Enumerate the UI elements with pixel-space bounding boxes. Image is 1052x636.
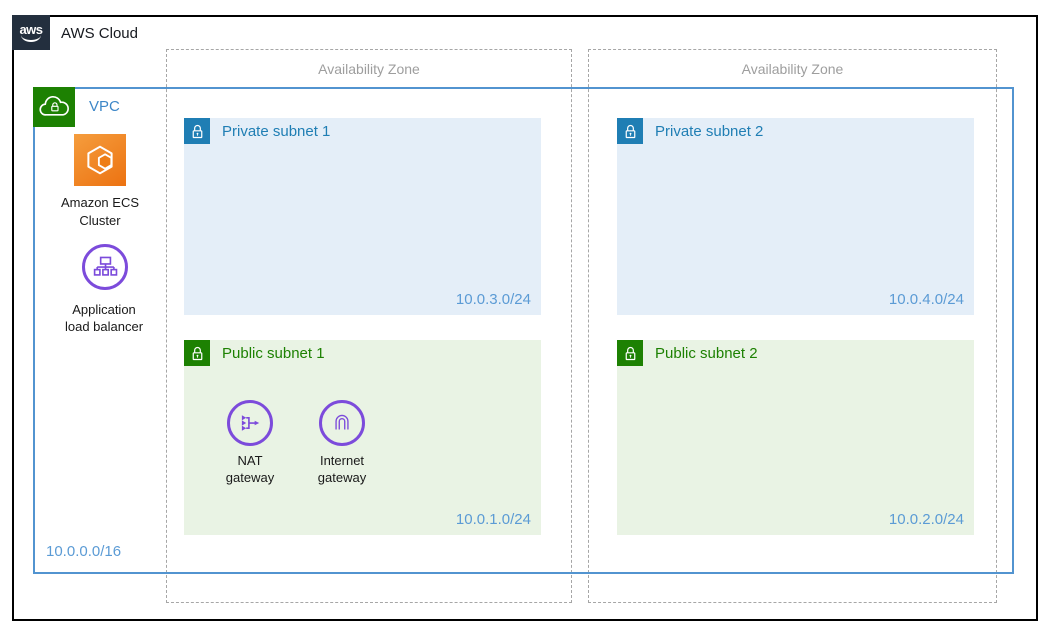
- private-subnet-2: Private subnet 2 10.0.4.0/24: [617, 118, 974, 315]
- public-subnet-1: Public subnet 1 10.0.1.0/24 NAT gateway …: [184, 340, 541, 535]
- lock-glyph: [192, 346, 202, 360]
- vpc-cloud-lock-icon: [39, 95, 69, 116]
- aws-cloud-label: AWS Cloud: [61, 25, 138, 42]
- availability-zone-1: Availability Zone: [166, 49, 572, 603]
- ecs-cluster-label: Amazon ECS Cluster: [40, 194, 160, 230]
- private-subnet-2-cidr: 10.0.4.0/24: [888, 291, 964, 308]
- lock-glyph: [192, 124, 202, 138]
- vpc-icon: [33, 87, 75, 127]
- public-subnet-1-lock-icon: [184, 340, 210, 366]
- aws-smile-icon: [21, 35, 41, 42]
- nat-gateway-label: NAT gateway: [200, 452, 300, 486]
- availability-zone-1-label: Availability Zone: [318, 61, 420, 77]
- alb-tree-glyph: [93, 256, 118, 276]
- nat-label-line1: NAT: [237, 453, 263, 468]
- igw-label-line2: gateway: [317, 470, 367, 485]
- aws-logo-text: aws: [19, 21, 43, 37]
- private-subnet-1-label: Private subnet 1: [222, 123, 331, 140]
- private-subnet-1: Private subnet 1 10.0.3.0/24: [184, 118, 541, 315]
- public-subnet-1-label: Public subnet 1: [222, 345, 325, 362]
- application-load-balancer-icon: [82, 244, 128, 290]
- igw-label-line1: Internet: [319, 453, 365, 468]
- ecs-hexagon-glyph: [87, 145, 113, 175]
- ecs-label-line1: Amazon ECS: [60, 195, 140, 210]
- internet-gateway-glyph: [335, 414, 349, 430]
- private-subnet-2-label: Private subnet 2: [655, 123, 764, 140]
- application-load-balancer-label: Application load balancer: [42, 301, 166, 335]
- nat-gateway-glyph: [241, 415, 260, 431]
- alb-label-line2: load balancer: [64, 319, 144, 334]
- vpc-container: VPC 10.0.0.0/16 Amazon ECS Cluster Appli…: [33, 87, 1014, 574]
- availability-zone-2: Availability Zone: [588, 49, 997, 603]
- vpc-cidr: 10.0.0.0/16: [46, 543, 122, 560]
- internet-gateway-label: Internet gateway: [292, 452, 392, 486]
- private-subnet-1-lock-icon: [184, 118, 210, 144]
- ecs-label-line2: Cluster: [79, 213, 121, 228]
- lock-glyph: [625, 124, 635, 138]
- public-subnet-2: Public subnet 2 10.0.2.0/24: [617, 340, 974, 535]
- private-subnet-2-lock-icon: [617, 118, 643, 144]
- public-subnet-2-label: Public subnet 2: [655, 345, 758, 362]
- nat-gateway-icon: [227, 400, 273, 446]
- ecs-cluster-icon: [74, 134, 126, 186]
- aws-logo: aws: [12, 15, 50, 50]
- public-subnet-1-cidr: 10.0.1.0/24: [455, 511, 531, 528]
- lock-glyph: [625, 346, 635, 360]
- internet-gateway-icon: [319, 400, 365, 446]
- private-subnet-1-cidr: 10.0.3.0/24: [455, 291, 531, 308]
- aws-cloud-frame: [12, 15, 1038, 621]
- availability-zone-2-label: Availability Zone: [741, 61, 844, 77]
- vpc-label: VPC: [89, 98, 120, 115]
- nat-label-line2: gateway: [225, 470, 275, 485]
- public-subnet-2-lock-icon: [617, 340, 643, 366]
- alb-label-line1: Application: [72, 302, 136, 317]
- public-subnet-2-cidr: 10.0.2.0/24: [888, 511, 964, 528]
